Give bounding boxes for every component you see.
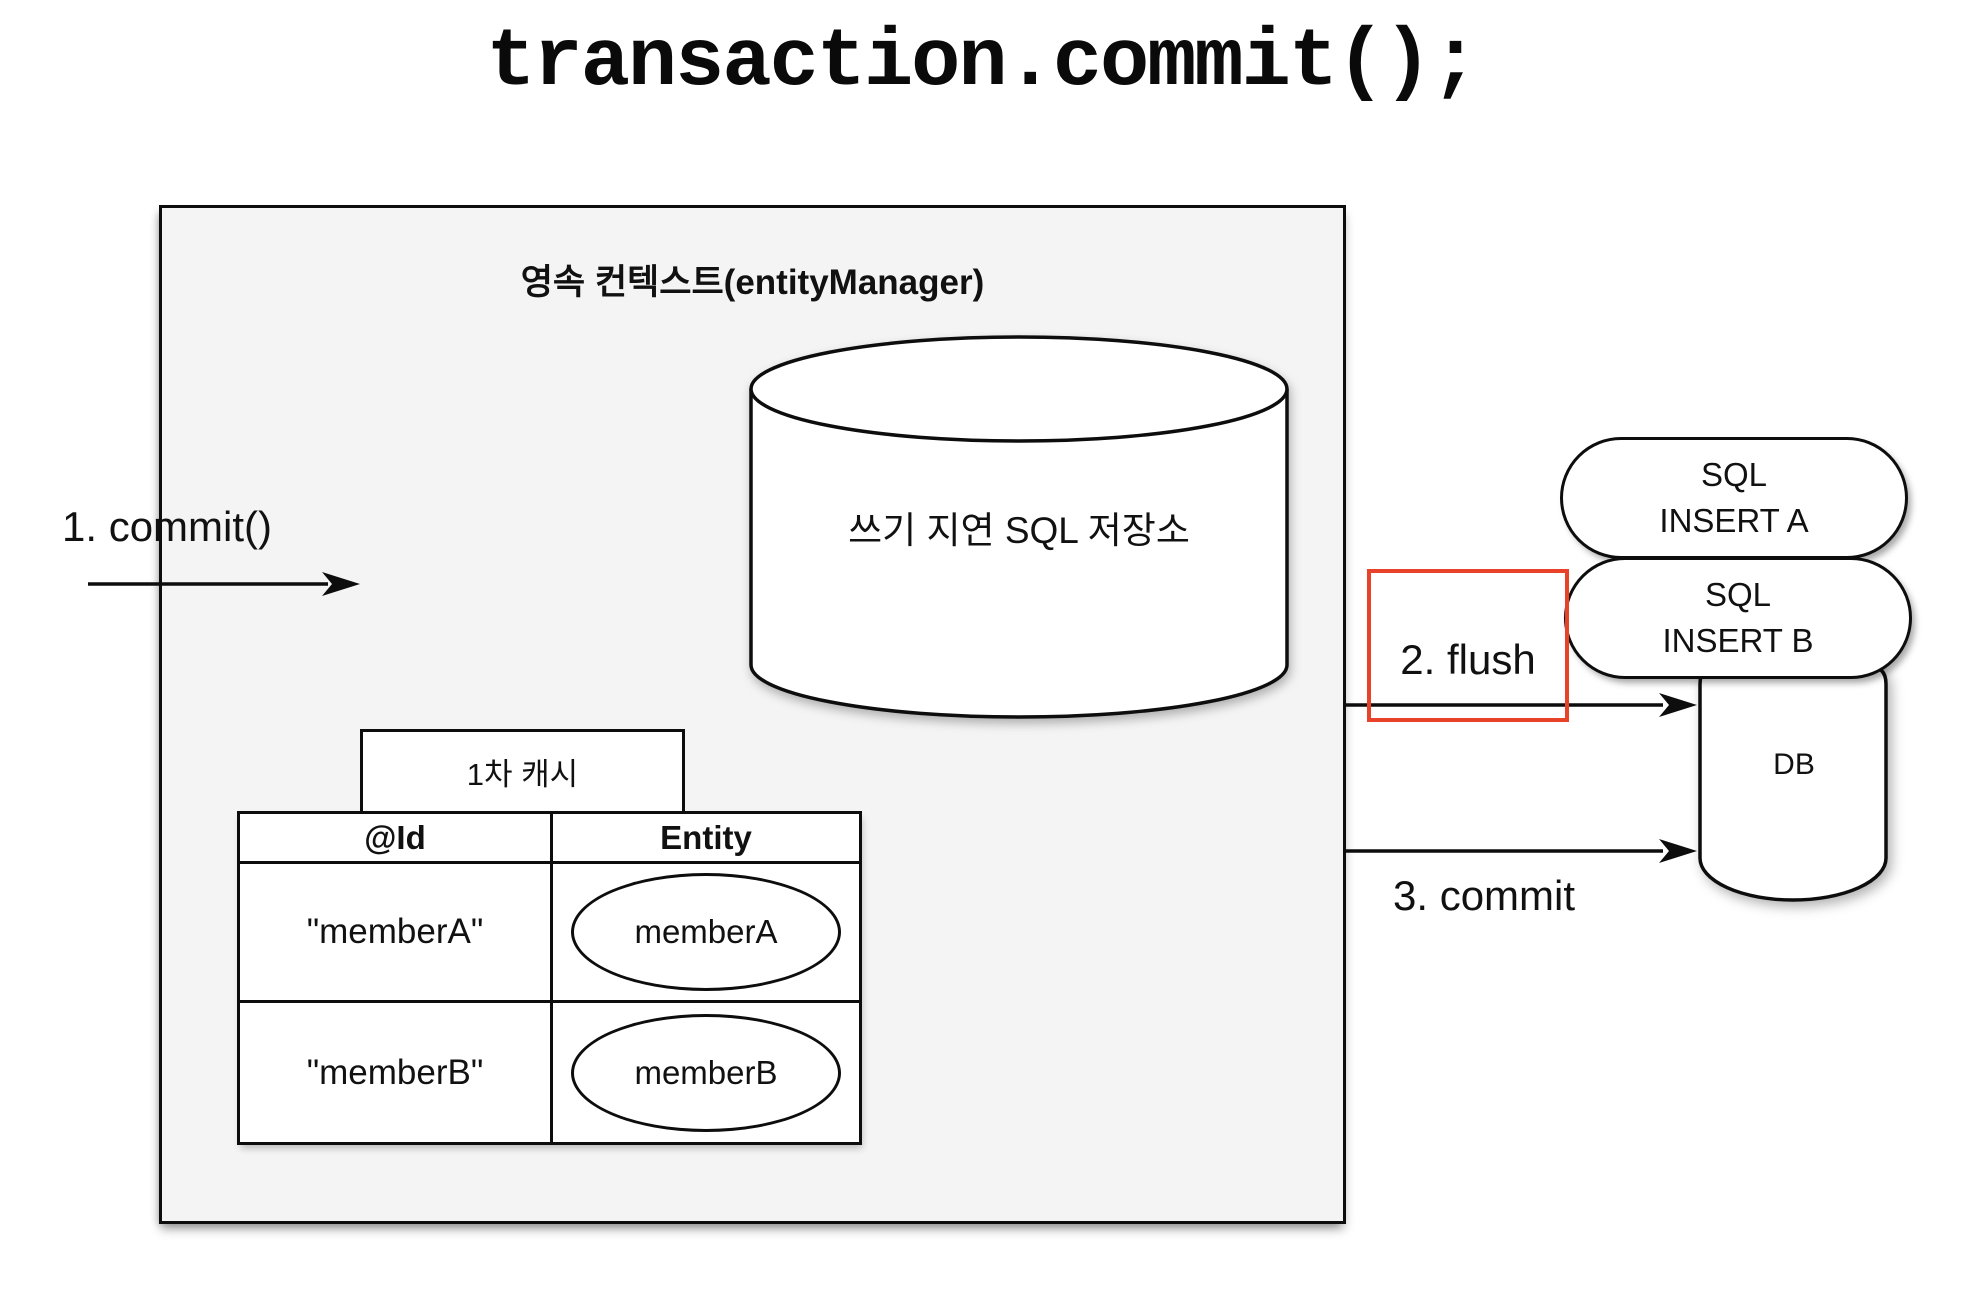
entity-ellipse: memberA	[571, 873, 841, 991]
commit-arrow	[1345, 839, 1697, 863]
flush-arrow	[1345, 693, 1697, 717]
entity-ellipse: memberB	[571, 1013, 841, 1132]
cache-row-id: "memberA"	[240, 864, 553, 1003]
cache-row-id: "memberB"	[240, 1003, 553, 1142]
sql-insert-a-line1: SQL	[1700, 456, 1768, 493]
sql-insert-b-line2: INSERT B	[1662, 622, 1814, 659]
sql-insert-b-pill: SQL INSERT B	[1564, 557, 1912, 679]
first-level-cache-tab: 1차 캐시	[360, 729, 685, 814]
cache-column-entity: Entity	[553, 814, 859, 864]
sql-store-label: 쓰기 지연 SQL 저장소	[848, 510, 1190, 551]
cache-row-entity-cell: memberA	[553, 864, 859, 1003]
first-level-cache-label: 1차 캐시	[466, 757, 579, 792]
step2-flush-label: 2. flush	[1400, 635, 1536, 683]
cache-column-id: @Id	[240, 814, 553, 864]
flush-highlight-box: 2. flush	[1367, 569, 1569, 722]
db-cylinder-shape	[1698, 664, 1888, 902]
db-label: DB	[1773, 748, 1815, 781]
step3-commit-label: 3. commit	[1393, 872, 1576, 919]
sql-insert-a-line2: INSERT A	[1659, 502, 1809, 539]
first-level-cache-table: @Id Entity "memberA" memberA "memberB" m…	[237, 811, 862, 1145]
sql-insert-a-pill: SQL INSERT A	[1560, 437, 1908, 559]
persistence-context-label: 영속 컨텍스트(entityManager)	[520, 263, 985, 302]
page-title: transaction.commit();	[486, 16, 1479, 109]
commit-call-arrow	[88, 572, 360, 596]
cache-row-entity-cell: memberB	[553, 1003, 859, 1142]
sql-insert-b-line1: SQL	[1704, 576, 1772, 613]
step1-commit-label: 1. commit()	[62, 503, 272, 550]
sql-store-cylinder-shape	[749, 335, 1289, 719]
